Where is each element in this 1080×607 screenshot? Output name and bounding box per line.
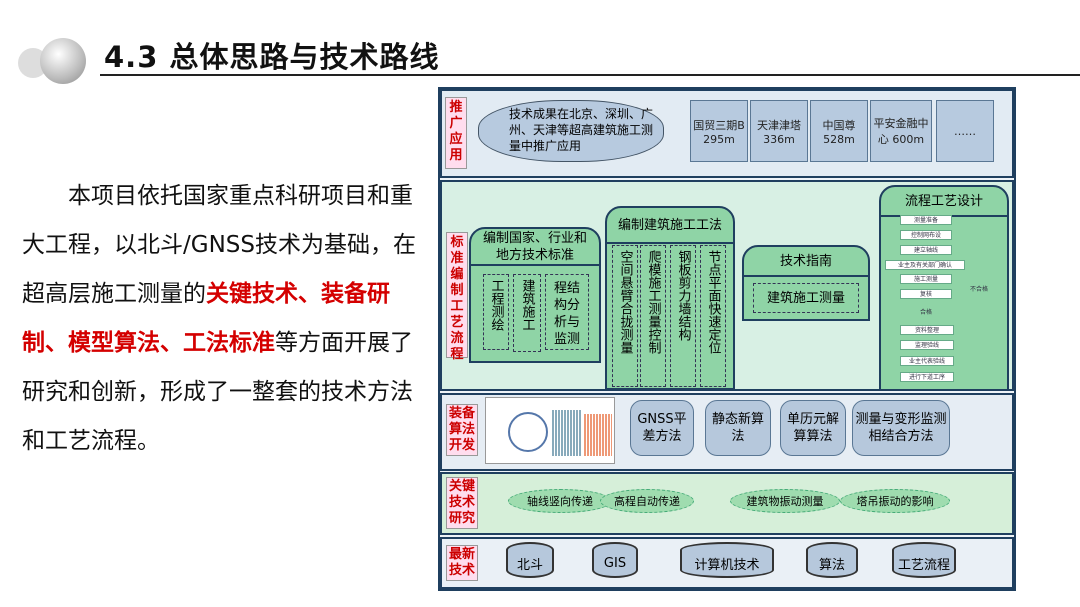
row-label: 关键技术研究	[446, 477, 478, 529]
row-label: 装备算法开发	[446, 404, 478, 456]
row-label: 最新技术	[446, 545, 478, 581]
method-item: 空间悬臂合拢测量	[612, 245, 638, 387]
card-title: 编制建筑施工工法	[607, 208, 733, 244]
standard-item: 建筑施工	[513, 274, 541, 352]
flow-step: 业主及有关部门确认	[885, 260, 965, 270]
project-box: 中国尊528m	[810, 100, 868, 162]
algorithm-box: 测量与变形监测相结合方法	[852, 400, 950, 456]
row-label: 推广应用	[445, 97, 467, 169]
flow-decision: 不合格	[955, 280, 1003, 296]
flow-step: 复核	[900, 289, 952, 299]
flow-step: 施工测量	[900, 274, 952, 284]
flow-step: 资料整理	[900, 325, 954, 335]
flow-decision: 合格	[903, 303, 949, 319]
project-box: ……	[936, 100, 994, 162]
cloud-callout: 技术成果在北京、深圳、广州、天津等超高建筑施工测量中推广应用	[478, 100, 664, 162]
standard-item: 程结构分析与监测	[545, 274, 589, 350]
bar-chart-icon	[552, 410, 582, 456]
title-underline	[100, 74, 1080, 76]
bar-chart-icon	[584, 414, 612, 456]
flow-step: 控制网布设	[900, 230, 952, 240]
tech-cylinder: 计算机技术	[680, 542, 774, 578]
flow-step: 进行下道工序	[900, 372, 954, 382]
tech-cylinder: 算法	[806, 542, 858, 578]
key-tech-ellipse: 高程自动传递	[600, 489, 694, 513]
intro-text-2: 等方面开展了研究和创新，形成了一整套的技术方法和工艺流程。	[22, 330, 413, 454]
tech-cylinder: 工艺流程	[892, 542, 956, 578]
flow-step: 测量准备	[900, 215, 952, 225]
software-screenshot	[485, 397, 615, 464]
flow-step: 业主代表验线	[900, 356, 954, 366]
algorithm-box: 单历元解算算法	[780, 400, 846, 456]
method-item: 爬模施工测量控制	[640, 245, 666, 387]
key-tech-ellipse: 建筑物振动测量	[730, 489, 840, 513]
card-title: 流程工艺设计	[881, 187, 1007, 217]
card-title: 编制国家、行业和地方技术标准	[471, 229, 599, 266]
flow-step: 监理验线	[900, 340, 954, 350]
row-label: 标准编制工艺流程	[446, 232, 468, 362]
tech-cylinder: GIS	[592, 542, 638, 578]
algorithm-box: 静态新算法	[705, 400, 771, 456]
method-item: 节点平面快速定位	[700, 245, 726, 387]
intro-text-1: 本项目依托国家重点科研项目和重大工程，以北斗/GNSS技术为基础，在超高层施工测…	[22, 183, 416, 307]
logo-sphere	[40, 38, 86, 84]
page-title: 4.3 总体思路与技术路线	[104, 40, 440, 74]
skyplot-icon	[508, 412, 548, 452]
card-national-standards: 编制国家、行业和地方技术标准	[469, 227, 601, 363]
project-box: 平安金融中心 600m	[870, 100, 932, 162]
project-box: 国贸三期B 295m	[690, 100, 748, 162]
standard-item: 工程测绘	[483, 274, 509, 350]
intro-paragraph: 本项目依托国家重点科研项目和重大工程，以北斗/GNSS技术为基础，在超高层施工测…	[22, 172, 432, 466]
card-title: 技术指南	[744, 247, 868, 277]
key-tech-ellipse: 塔吊振动的影响	[840, 489, 950, 513]
method-item: 钢板剪力墙结构	[670, 245, 696, 387]
flow-step: 建立轴线	[900, 245, 952, 255]
intro-highlight: 关键技术、装备研制、模型算法、工法标准	[22, 281, 390, 356]
tech-cylinder: 北斗	[506, 542, 554, 578]
algorithm-box: GNSS平差方法	[630, 400, 694, 456]
project-box: 天津津塔336m	[750, 100, 808, 162]
guide-item: 建筑施工测量	[753, 283, 859, 313]
key-tech-ellipse: 轴线竖向传递	[508, 489, 612, 513]
